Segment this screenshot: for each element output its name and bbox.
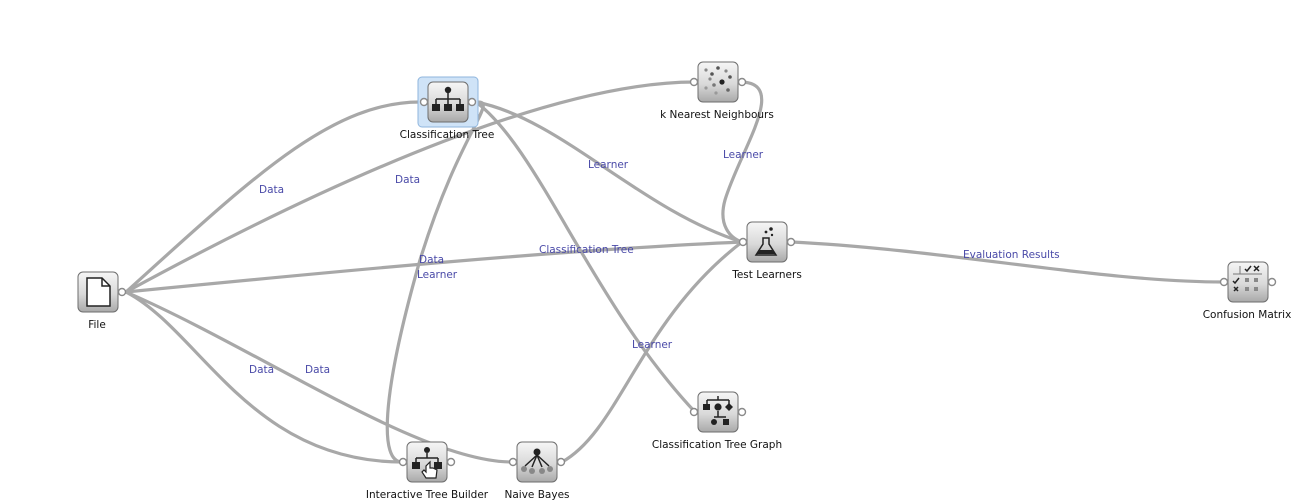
link-classification-tree-test-learners[interactable] bbox=[474, 100, 744, 244]
link-label: Learner bbox=[588, 159, 629, 171]
output-port[interactable] bbox=[737, 77, 747, 87]
input-port[interactable] bbox=[508, 457, 518, 467]
widget-label: k Nearest Neighbours bbox=[660, 109, 774, 121]
tree-hand-icon bbox=[412, 447, 442, 479]
link-classification-tree-graph[interactable] bbox=[474, 100, 697, 414]
output-port[interactable] bbox=[1267, 277, 1277, 287]
widget-confusion-matrix[interactable]: Confusion Matrix bbox=[1203, 261, 1292, 321]
scatter-dots-icon bbox=[704, 66, 732, 95]
widget-test-learners[interactable]: Test Learners bbox=[731, 221, 802, 281]
widget-label: Confusion Matrix bbox=[1203, 309, 1292, 321]
input-port[interactable] bbox=[419, 97, 429, 107]
output-port[interactable] bbox=[556, 457, 566, 467]
tree-graph-icon bbox=[703, 396, 733, 425]
input-port[interactable] bbox=[689, 77, 699, 87]
flask-icon bbox=[754, 227, 778, 256]
link-label: Data bbox=[249, 364, 274, 376]
input-port[interactable] bbox=[1219, 277, 1229, 287]
widget-naive-bayes[interactable]: Naive Bayes bbox=[505, 441, 570, 501]
link-label: Classification Tree bbox=[539, 244, 634, 256]
link-label: Data bbox=[395, 174, 420, 186]
link-test-learners-confusion-matrix[interactable] bbox=[790, 240, 1226, 284]
matrix-icon bbox=[1232, 265, 1262, 292]
widget-file[interactable]: File bbox=[77, 271, 127, 331]
link-labels: Data Data Data Learner Learner Learner C… bbox=[249, 149, 1060, 376]
output-port[interactable] bbox=[446, 457, 456, 467]
input-port[interactable] bbox=[398, 457, 408, 467]
widget-label: Classification Tree bbox=[400, 129, 495, 141]
output-port[interactable] bbox=[467, 97, 477, 107]
widget-label: Naive Bayes bbox=[505, 489, 570, 501]
link-file-naive-bayes[interactable] bbox=[124, 290, 514, 464]
link-label: Data bbox=[259, 184, 284, 196]
widget-knn[interactable]: k Nearest Neighbours bbox=[660, 61, 774, 121]
widget-label: Interactive Tree Builder bbox=[366, 489, 489, 501]
output-port[interactable] bbox=[117, 287, 127, 297]
link-file-test-learners[interactable] bbox=[124, 240, 744, 294]
link-label: Learner bbox=[417, 269, 458, 281]
input-port[interactable] bbox=[689, 407, 699, 417]
classification-tree-icon bbox=[432, 86, 464, 111]
link-file-knn[interactable] bbox=[124, 80, 697, 294]
link-file-interactive-tree[interactable] bbox=[124, 290, 404, 464]
widget-icon-frame bbox=[746, 221, 788, 263]
link-file-classification-tree[interactable] bbox=[124, 100, 422, 294]
file-icon bbox=[86, 277, 111, 307]
bayes-network-icon bbox=[521, 448, 553, 474]
output-port[interactable] bbox=[786, 237, 796, 247]
workflow-links bbox=[124, 80, 1226, 464]
input-port[interactable] bbox=[738, 237, 748, 247]
widget-label: Classification Tree Graph bbox=[652, 439, 782, 451]
link-label: Learner bbox=[632, 339, 673, 351]
link-label: Data bbox=[305, 364, 330, 376]
link-knn-test-learners[interactable] bbox=[721, 80, 764, 244]
link-naive-bayes-test-learners[interactable] bbox=[560, 240, 744, 464]
link-label: Learner bbox=[723, 149, 764, 161]
widget-interactive-tree-builder[interactable]: Interactive Tree Builder bbox=[366, 441, 489, 501]
link-label: Evaluation Results bbox=[963, 249, 1060, 261]
link-label: Data bbox=[419, 254, 444, 266]
widget-label: Test Learners bbox=[731, 269, 802, 281]
widget-icon-frame bbox=[516, 441, 558, 483]
link-interactive-tree-test-learners[interactable] bbox=[385, 100, 485, 464]
widget-label: File bbox=[88, 319, 106, 331]
widget-classification-tree-graph[interactable]: Classification Tree Graph bbox=[652, 391, 782, 451]
output-port[interactable] bbox=[737, 407, 747, 417]
widget-classification-tree[interactable]: Classification Tree bbox=[400, 76, 495, 141]
